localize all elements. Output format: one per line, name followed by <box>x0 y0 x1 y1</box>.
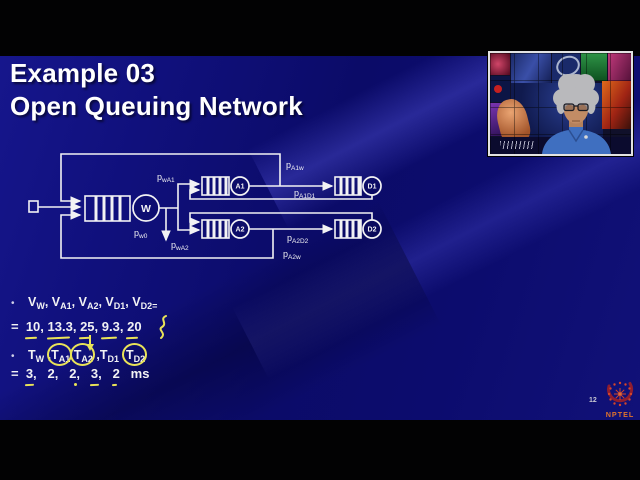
queue-w: W <box>84 194 160 222</box>
feedback-a1-to-w <box>60 153 281 206</box>
feedback-d2-to-a2 <box>189 212 373 227</box>
mic-clip <box>584 135 588 139</box>
poster-tile <box>602 81 631 129</box>
bullet-icon: • <box>11 351 15 362</box>
feedback-a2-to-w <box>60 210 274 259</box>
svg-text:NPTEL: NPTEL <box>606 410 635 419</box>
visit-ratio-values: = 10, 13.3, 25, 9.3, 20 <box>11 315 170 351</box>
prob-label-pA1w: pA1w <box>286 160 304 172</box>
feedback-d1-to-a1 <box>189 185 373 200</box>
prob-label-pA2D2: pA2D2 <box>287 233 309 245</box>
queue-d2: D2 <box>334 219 382 239</box>
queue-a1: A1 <box>201 176 250 196</box>
branch-w-to-a1 <box>177 179 201 208</box>
letterbox-top <box>0 0 640 56</box>
letterbox-bottom <box>0 420 640 480</box>
svg-text:D2: D2 <box>368 227 377 234</box>
prob-label-pwA1: pwA1 <box>157 172 175 184</box>
poster-scribble <box>500 141 534 149</box>
prob-label-pA2w: pA2w <box>283 249 301 261</box>
title-line-2: Open Queuing Network <box>10 91 303 121</box>
title-line-1: Example 03 <box>10 58 156 88</box>
svg-text:W: W <box>141 203 151 215</box>
glasses-icon <box>563 103 589 112</box>
prob-label-pw0: pw0 <box>134 228 148 240</box>
visit-ratio-variables: VW, VA1, VA2, VD1, VD2= <box>28 295 158 311</box>
presenter-video <box>488 51 633 156</box>
poster-dot <box>494 85 502 93</box>
gray-hair <box>553 74 599 114</box>
poster-tile <box>511 53 551 83</box>
bullet-icon: • <box>11 298 15 309</box>
svg-text:A2: A2 <box>236 227 245 234</box>
branch-w-to-a2 <box>177 208 201 235</box>
slide-number: 12 <box>589 397 597 404</box>
shirt <box>542 122 611 154</box>
prob-label-pA1D1: pA1D1 <box>294 188 316 200</box>
svg-text:A1: A1 <box>236 184 245 191</box>
collar <box>568 129 584 143</box>
service-time-values: = 3, 2, 2, 3, 2 ms <box>11 366 150 386</box>
queue-d1: D1 <box>334 176 382 196</box>
poster-tile <box>490 53 510 75</box>
prob-label-pwA2: pwA2 <box>171 240 189 252</box>
nptel-logo-icon: NPTEL <box>606 381 635 419</box>
poster-tile <box>608 53 631 83</box>
svg-text:D1: D1 <box>368 184 377 191</box>
service-time-variables: TW ,TA1 TA2 ,TD1 TD2 <box>28 343 148 366</box>
queue-a2: A2 <box>201 219 250 239</box>
presenter-figure <box>542 74 611 154</box>
slide-title: Example 03 Open Queuing Network <box>10 57 303 123</box>
arrival-source-icon <box>28 200 39 213</box>
